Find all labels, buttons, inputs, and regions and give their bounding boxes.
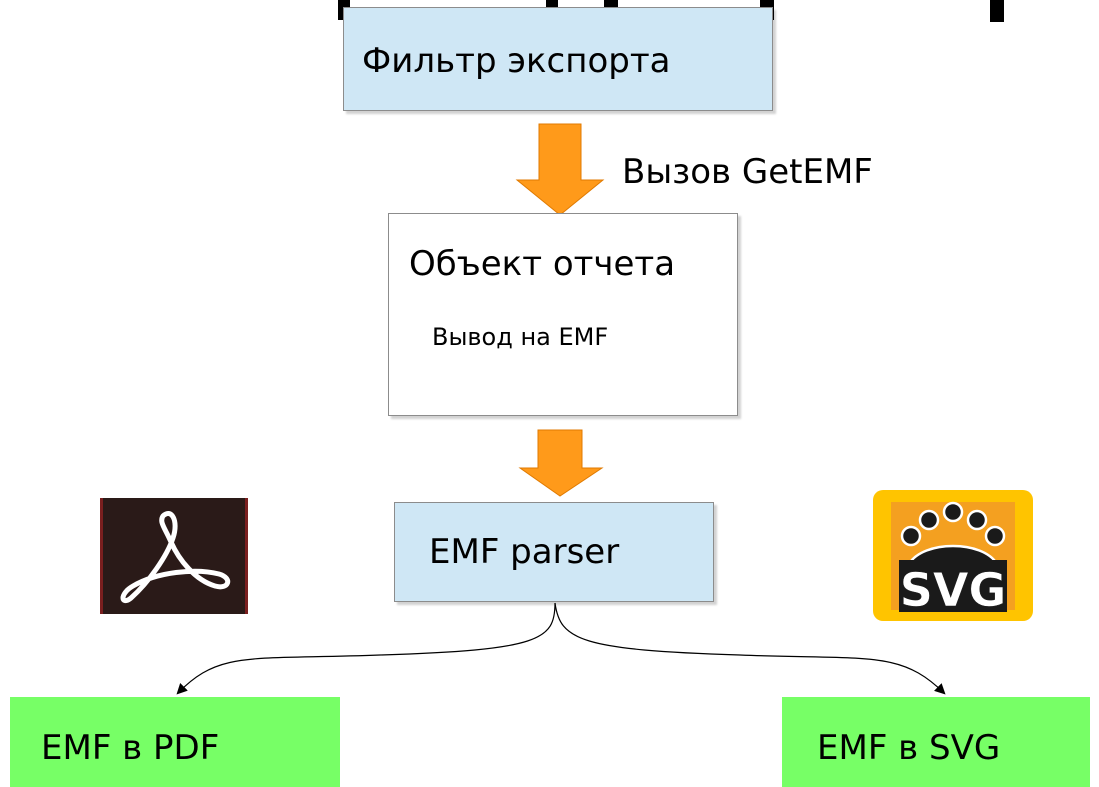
- get-emf-call-label: Вызов GetEMF: [622, 152, 873, 192]
- acrobat-swirl-icon: [120, 511, 231, 604]
- emf-to-svg-label: EMF в SVG: [817, 728, 1001, 768]
- connector-to-pdf: [176, 602, 556, 695]
- down-arrow-1: [515, 123, 605, 216]
- title-stroke-5: [990, 0, 1004, 22]
- emf-to-pdf-label: EMF в PDF: [41, 728, 220, 768]
- emf-parser-label: EMF parser: [429, 532, 620, 572]
- emf-to-pdf-box: EMF в PDF: [10, 697, 340, 787]
- report-object-box: Объект отчета Вывод на EMF: [388, 213, 738, 416]
- emf-to-svg-box: EMF в SVG: [782, 697, 1090, 787]
- report-object-detail: Вывод на EMF: [432, 323, 609, 351]
- export-filter-box: Фильтр экспорта: [343, 7, 773, 111]
- emf-parser-box: EMF parser: [394, 502, 714, 602]
- svg-logo-graphic: SVG: [891, 501, 1015, 617]
- svg-logo-text: SVG: [900, 563, 1007, 617]
- svg-format-icon: SVG: [873, 490, 1033, 621]
- report-object-title: Объект отчета: [409, 244, 676, 284]
- export-filter-label: Фильтр экспорта: [362, 41, 671, 81]
- acrobat-pdf-icon: [100, 498, 248, 614]
- down-arrow-2: [518, 429, 604, 497]
